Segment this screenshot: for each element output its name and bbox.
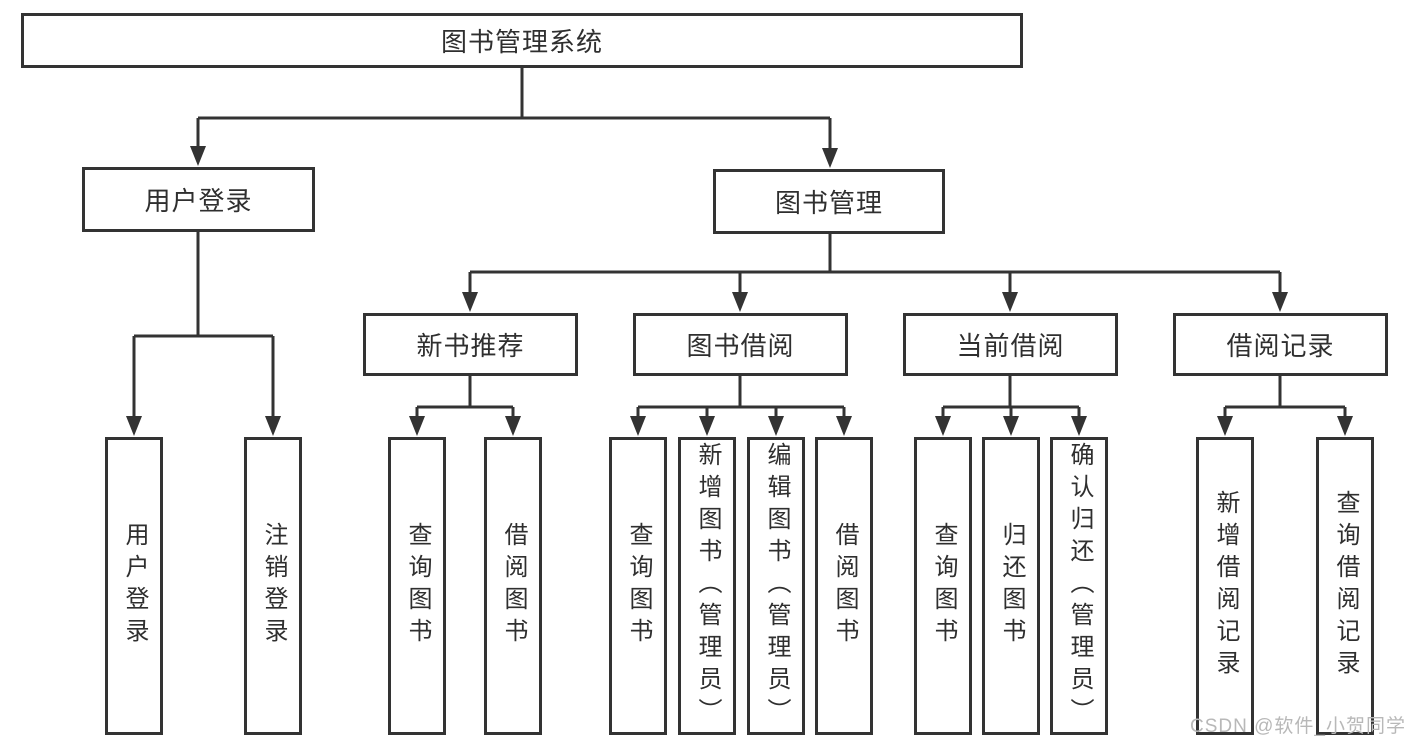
leaf-query-borrow-record-label: 查询借阅记录 [1332, 490, 1359, 682]
leaf-edit-books-admin-label: 编辑图书（管理员） [763, 442, 790, 730]
leaf-return-books-label: 归还图书 [998, 522, 1025, 650]
connector-user-login-to-leaves [126, 232, 281, 436]
connector-new-book-recommend-to-leaves [409, 376, 521, 436]
connector-root-to-level2 [190, 66, 838, 168]
leaf-borrow-books-recommend: 借阅图书 [484, 437, 542, 735]
leaf-borrow-books-recommend-label: 借阅图书 [500, 522, 527, 650]
root-node-label: 图书管理系统 [440, 27, 603, 57]
leaf-logout-login-label: 注销登录 [260, 522, 287, 650]
leaf-query-books-borrow-label: 查询图书 [625, 522, 652, 650]
node-book-management: 图书管理 [713, 169, 945, 234]
leaf-logout-login: 注销登录 [244, 437, 302, 735]
leaf-return-books: 归还图书 [982, 437, 1040, 735]
leaf-borrow-books-label: 借阅图书 [831, 522, 858, 650]
leaf-add-borrow-record: 新增借阅记录 [1196, 437, 1254, 735]
leaf-add-books-admin-label: 新增图书（管理员） [694, 442, 721, 730]
leaf-query-borrow-record: 查询借阅记录 [1316, 437, 1374, 735]
leaf-query-books-current: 查询图书 [914, 437, 972, 735]
node-book-borrow-label: 图书借阅 [686, 331, 795, 361]
node-book-borrow: 图书借阅 [633, 313, 848, 376]
leaf-borrow-books: 借阅图书 [815, 437, 873, 735]
connector-book-borrow-to-leaves [630, 376, 852, 436]
connector-current-borrow-to-leaves [935, 376, 1087, 436]
leaf-user-login: 用户登录 [105, 437, 163, 735]
root-node-library-system: 图书管理系统 [21, 13, 1023, 68]
leaf-query-books-current-label: 查询图书 [930, 522, 957, 650]
connector-borrow-records-to-leaves [1217, 376, 1353, 436]
leaf-confirm-return-admin-label: 确认归还（管理员） [1066, 442, 1093, 730]
watermark: CSDN @软件_小贺同学 [1190, 716, 1405, 737]
leaf-query-books-recommend-label: 查询图书 [404, 522, 431, 650]
leaf-add-borrow-record-label: 新增借阅记录 [1212, 490, 1239, 682]
node-user-login: 用户登录 [82, 167, 315, 232]
leaf-user-login-label: 用户登录 [121, 522, 148, 650]
node-borrow-records: 借阅记录 [1173, 313, 1388, 376]
connector-book-management-to-level3 [462, 234, 1288, 312]
node-current-borrow-label: 当前借阅 [956, 331, 1065, 361]
node-new-book-recommend-label: 新书推荐 [416, 331, 525, 361]
node-user-login-label: 用户登录 [144, 186, 253, 216]
node-current-borrow: 当前借阅 [903, 313, 1118, 376]
leaf-edit-books-admin: 编辑图书（管理员） [747, 437, 805, 735]
leaf-query-books-recommend: 查询图书 [388, 437, 446, 735]
node-book-management-label: 图书管理 [774, 188, 883, 218]
node-borrow-records-label: 借阅记录 [1226, 331, 1335, 361]
leaf-add-books-admin: 新增图书（管理员） [678, 437, 736, 735]
leaf-query-books-borrow: 查询图书 [609, 437, 667, 735]
node-new-book-recommend: 新书推荐 [363, 313, 578, 376]
leaf-confirm-return-admin: 确认归还（管理员） [1050, 437, 1108, 735]
